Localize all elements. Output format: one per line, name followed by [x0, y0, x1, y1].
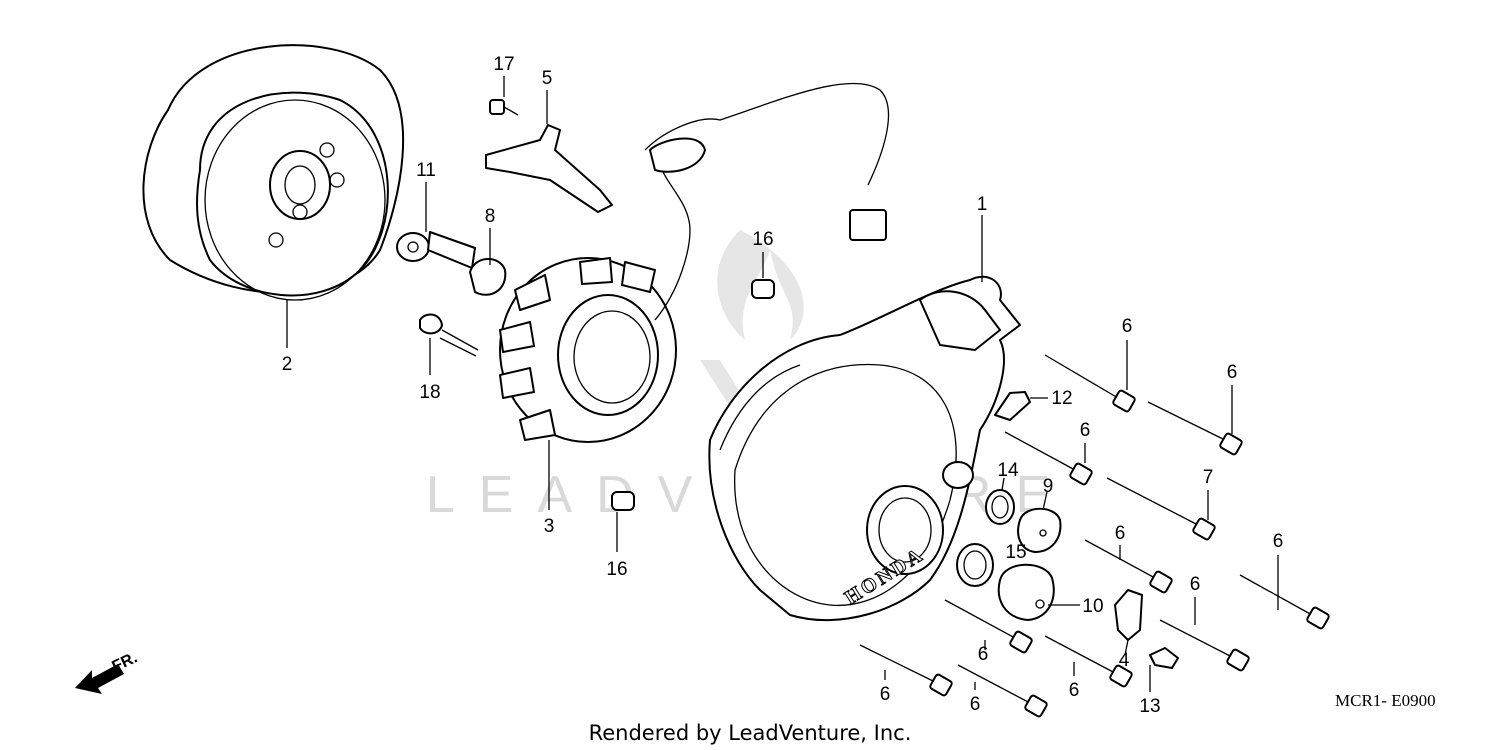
callout-labels: 17 5 11 8 2 18 16 3 16 1 6 6 12 6 14 9 7…: [282, 54, 1284, 717]
bolt-18-part: [419, 313, 479, 375]
callout-12: 12: [1051, 388, 1072, 409]
callout-9: 9: [1043, 476, 1054, 497]
cap-10-part: [997, 563, 1080, 621]
callout-5: 5: [542, 68, 553, 89]
washer-11-part: [396, 182, 430, 262]
callout-6-e: 6: [1273, 531, 1284, 552]
callout-6-g: 6: [978, 644, 989, 665]
callout-4: 4: [1119, 650, 1130, 671]
callout-11: 11: [416, 160, 436, 181]
callout-10: 10: [1082, 596, 1103, 617]
callout-13: 13: [1139, 696, 1160, 717]
callout-6-d: 6: [1115, 523, 1126, 544]
callout-6-i: 6: [880, 684, 891, 705]
callout-6-j: 6: [970, 694, 981, 715]
front-direction-label: FR.: [110, 649, 141, 675]
callout-7: 7: [1203, 467, 1214, 488]
diagram-code: MCR1- E0900: [1335, 691, 1436, 710]
callout-1: 1: [977, 194, 988, 215]
callout-3: 3: [544, 516, 555, 537]
cap-9-part: [1017, 491, 1062, 553]
bolt-17-part: [489, 76, 519, 116]
flywheel-part: [142, 44, 405, 348]
callout-18: 18: [419, 382, 440, 403]
dowel-16-upper-part: [751, 252, 775, 299]
callout-6-h: 6: [1069, 680, 1080, 701]
o-ring-15-part: [956, 543, 994, 587]
o-ring-14-part: [985, 477, 1015, 525]
bracket-5-part: [485, 90, 613, 213]
callout-6-f: 6: [1190, 574, 1201, 595]
callout-6-a: 6: [1122, 316, 1133, 337]
stator-3-part: [499, 82, 890, 510]
dowel-16-lower-part: [611, 491, 635, 552]
clamp-4-part: [1114, 589, 1143, 656]
crankcase-cover-1-part: HONDA: [708, 215, 1021, 622]
bolts-6-7-parts: [859, 340, 1330, 718]
callout-6-c: 6: [1080, 420, 1091, 441]
callout-14: 14: [997, 460, 1019, 481]
callout-2: 2: [282, 354, 293, 375]
footer-credit: Rendered by LeadVenture, Inc.: [589, 721, 912, 745]
front-direction-arrow: FR.: [75, 649, 140, 694]
callout-8: 8: [485, 206, 496, 227]
clamp-12-part: [994, 391, 1048, 421]
callout-16-upper: 16: [752, 229, 773, 250]
grommet-13-part: [1149, 647, 1179, 692]
bolt-8-part: [427, 228, 507, 296]
callout-6-b: 6: [1227, 362, 1238, 383]
callout-15: 15: [1005, 542, 1026, 563]
callout-16-lower: 16: [606, 559, 627, 580]
callout-17: 17: [493, 54, 514, 75]
